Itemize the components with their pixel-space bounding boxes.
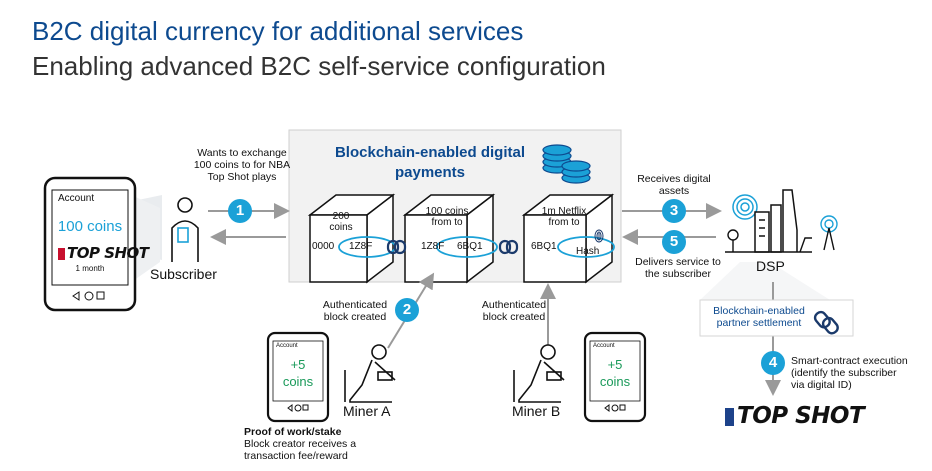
subscriber-phone-period: 1 month [75,264,105,273]
miner-a-label: Miner A [343,403,391,419]
step-2-badge: 2 [395,298,419,322]
dsp-signal-icon [732,194,758,220]
block-2-left: 1Z8F [421,241,445,252]
miner-a-person-icon [344,344,396,403]
miner-b-person-icon [513,344,565,403]
miner-b-phone-account: Account [593,343,615,349]
nba-logo-icon-bottom [725,408,734,426]
step-4-text: Smart-contract execution (identify the s… [791,355,908,391]
miner-b-phone-coins: +5 coins [599,357,631,389]
settlement-text: Blockchain-enabled partner settlement [713,305,805,329]
miner-b-auth-text: Authenticated block created [481,299,547,323]
link-icon [813,310,839,335]
dsp-label: DSP [756,258,785,274]
block-1-top: 200 coins [329,211,353,233]
step-4-badge: 4 [761,351,785,375]
proof-title: Proof of work/stake [244,426,342,438]
step-3-text: Receives digital assets [637,173,711,197]
proof-text: Block creator receives a transaction fee… [244,438,357,462]
miner-a-phone-shape [266,331,330,423]
subscriber-person-icon [171,197,199,262]
block-1-right: 1Z8F [349,241,373,252]
link-oval-2 [436,236,498,258]
subscriber-phone-shape [43,176,137,312]
miner-a-phone-coins: +5 coins [282,357,314,389]
miner-b-phone-shape [583,331,647,423]
chain-link-icon-1 [386,239,407,255]
dsp-fan [700,262,830,300]
block-2-top: 100 coins from to [425,206,469,228]
dsp-building-icon [754,189,798,253]
miner-b-label: Miner B [512,403,561,419]
block-1-left: 0000 [312,241,335,252]
step-5-badge: 5 [662,230,686,254]
center-heading: Blockchain-enabled digital payments [334,144,526,181]
nba-logo-icon [58,248,65,260]
coin-stack-icon [542,144,591,184]
step-1-badge: 1 [228,199,252,223]
step-2-text: Authenticated block created [322,299,388,323]
chain-link-icon-2 [498,239,519,255]
subscriber-phone-brand: TOP SHOT [67,244,149,262]
fingerprint-icon [594,229,604,243]
subscriber-label: Subscriber [150,266,217,282]
page-subtitle: Enabling advanced B2C self-service confi… [32,51,606,81]
step-5-text: Delivers service to the subscriber [635,256,721,280]
dsp-antenna-icon [820,215,838,251]
block-3-left: 6BQ1 [531,241,557,252]
subscriber-phone-coins: 100 coins [57,218,123,235]
block-3-right: Hash [576,246,600,257]
block-3-top: 1m Netflix from to [541,206,587,228]
page-title: B2C digital currency for additional serv… [32,16,524,46]
subscriber-note: Wants to exchange 100 coins to for NBA T… [193,147,291,183]
topshot-logo: TOP SHOT [737,403,865,429]
miner-a-phone-account: Account [276,343,298,349]
dsp-tree-icon [725,229,812,253]
link-oval-3 [557,236,615,258]
block-2-right: 6BQ1 [457,241,483,252]
subscriber-phone-account: Account [58,193,95,204]
step-3-badge: 3 [662,199,686,223]
